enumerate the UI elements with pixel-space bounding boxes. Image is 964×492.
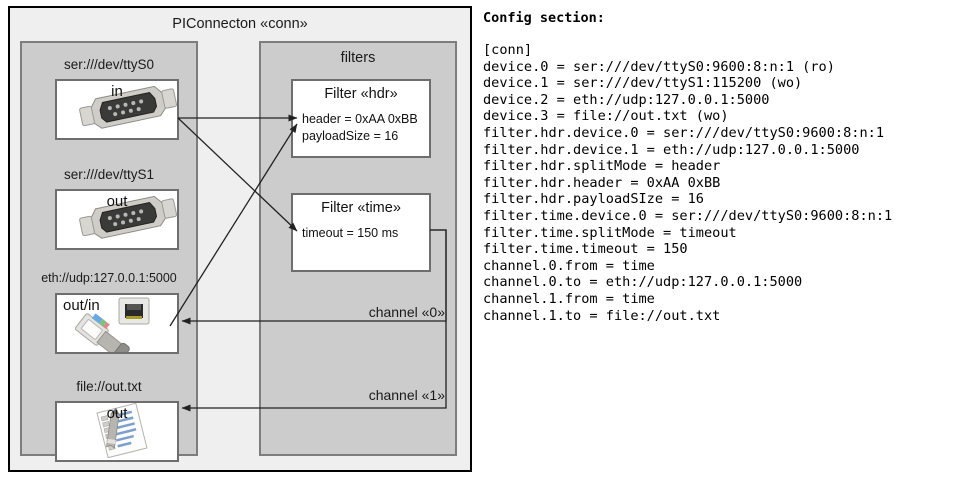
config-line: filter.hdr.splitMode = header [483, 158, 721, 175]
config-panel: Config section: [conn]device.0 = ser:///… [483, 6, 961, 324]
diagram-title: PIConnecton «conn» [172, 16, 308, 32]
config-line: filter.time.device.0 = ser:///dev/ttyS0:… [483, 207, 893, 224]
diagram-frame: PIConnecton «conn» ser:///dev/ttyS0 in [8, 6, 472, 472]
config-line: filter.hdr.device.1 = eth://udp:127.0.0.… [483, 141, 860, 158]
filter-box-hdr[interactable]: Filter «hdr» header = 0xAA 0xBB payloadS… [291, 79, 431, 158]
filter-attr: payloadSize = 16 [302, 129, 399, 143]
config-line: channel.1.to = file://out.txt [483, 307, 721, 324]
filters-group-title: filters [340, 50, 376, 66]
config-heading: Config section: [483, 10, 605, 26]
device-box-ttys0[interactable]: in [55, 79, 179, 140]
device-label-file: file://out.txt [76, 379, 142, 394]
config-line: filter.time.splitMode = timeout [483, 224, 737, 241]
filter-attrs-hdr: header = 0xAA 0xBB payloadSize = 16 [302, 111, 418, 145]
device-box-ttys1[interactable]: out [55, 189, 179, 250]
config-line: filter.time.timeout = 150 [483, 241, 688, 258]
config-lines: [conn]device.0 = ser:///dev/ttyS0:9600:8… [483, 42, 961, 324]
device-box-file[interactable]: out [55, 401, 179, 462]
device-direction-out-in: out/in [63, 297, 100, 314]
config-line: channel.0.from = time [483, 257, 655, 274]
device-direction-out-file: out [106, 405, 128, 422]
config-line: device.0 = ser:///dev/ttyS0:9600:8:n:1 (… [483, 58, 835, 75]
filters-group: filters Filter «hdr» header = 0xAA 0xBB … [259, 41, 457, 456]
config-line: filter.hdr.header = 0xAA 0xBB [483, 174, 721, 191]
channel-label-0: channel «0» [368, 304, 445, 320]
filter-box-time[interactable]: Filter «time» timeout = 150 ms [291, 193, 431, 272]
config-line: device.3 = file://out.txt (wo) [483, 108, 729, 125]
filter-attrs-time: timeout = 150 ms [302, 225, 398, 242]
device-direction-in: in [111, 83, 123, 100]
config-line: filter.hdr.device.0 = ser:///dev/ttyS0:9… [483, 124, 885, 141]
filter-title-time: Filter «time» [321, 200, 401, 216]
device-label-ttys1: ser:///dev/ttyS1 [63, 167, 155, 182]
config-line: [conn] [483, 42, 533, 58]
config-line: channel.0.to = eth://udp:127.0.0.1:5000 [483, 274, 803, 291]
config-line: device.1 = ser:///dev/ttyS1:115200 (wo) [483, 75, 803, 92]
filter-title-hdr: Filter «hdr» [324, 86, 398, 102]
config-line: filter.hdr.payloadSIze = 16 [483, 191, 704, 208]
config-line: channel.1.from = time [483, 290, 655, 307]
channel-label-1: channel «1» [368, 387, 445, 403]
device-label-ttys0: ser:///dev/ttyS0 [63, 57, 155, 72]
device-direction-out: out [106, 193, 128, 210]
filter-attr: header = 0xAA 0xBB [302, 112, 418, 126]
device-box-eth[interactable]: out/in [55, 293, 179, 354]
serial-port-icon [79, 85, 177, 129]
filter-attr: timeout = 150 ms [302, 226, 399, 240]
serial-port-icon [79, 195, 177, 239]
config-line: device.2 = eth://udp:127.0.0.1:5000 [483, 91, 770, 108]
text-file-icon [96, 403, 148, 459]
device-label-eth: eth://udp:127.0.0.1:5000 [41, 271, 177, 285]
ethernet-plug-icon [74, 297, 150, 352]
devices-group: ser:///dev/ttyS0 in [20, 41, 198, 462]
